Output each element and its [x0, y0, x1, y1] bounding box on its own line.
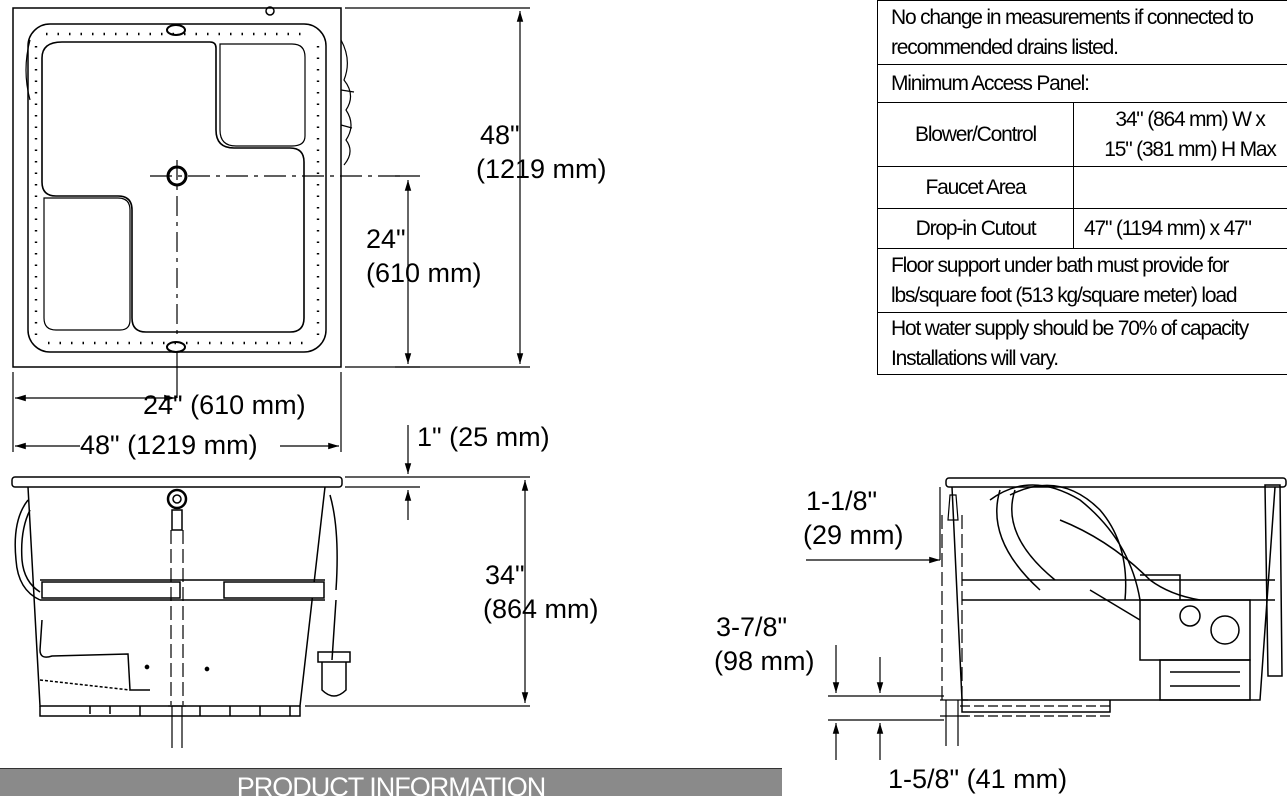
top-depth-label-mm: (1219 mm) [476, 152, 607, 186]
spec-table: No change in measurements if connected t… [877, 0, 1287, 375]
spec-row-hot-water: Hot water supply should be 70% of capaci… [878, 313, 1287, 375]
spec-faucet-label: Faucet Area [878, 167, 1074, 209]
height-label-mm: (864 mm) [483, 592, 599, 626]
drain-base-label: 1-5/8" (41 mm) [888, 762, 1067, 796]
spec-hot-line1: Hot water supply should be 70% of capaci… [891, 314, 1287, 344]
spec-cutout-value: 47" (1194 mm) x 47" [1074, 209, 1287, 249]
spec-blower-line1: 34" (864 mm) W x [1084, 105, 1287, 135]
drain-from-bottom-label-mm: (610 mm) [366, 256, 482, 290]
spec-faucet-value [1074, 167, 1287, 209]
spec-blower-label: Blower/Control [878, 103, 1074, 167]
height-label-in: 34" [485, 558, 525, 592]
drain-height-label-mm: (98 mm) [714, 644, 815, 678]
spec-blower-value: 34" (864 mm) W x 15" (381 mm) H Max [1074, 103, 1287, 167]
top-view-centerlines [150, 160, 400, 398]
spec-row-drains-line2: recommended drains listed. [891, 33, 1287, 63]
side-view-bath [946, 478, 1286, 712]
side-rim-label-in: 1-1/8" [806, 484, 877, 518]
spec-row-drains-line1: No change in measurements if connected t… [891, 3, 1287, 33]
spec-row-access-panel: Minimum Access Panel: [878, 65, 1287, 103]
spec-cutout-label: Drop-in Cutout [878, 209, 1074, 249]
drain-height-label-in: 3-7/8" [716, 610, 787, 644]
spec-floor-line2: lbs/square foot (513 kg/square meter) lo… [891, 281, 1287, 311]
rim-thickness-label: 1" (25 mm) [417, 420, 550, 454]
drain-from-bottom-label-in: 24" [366, 222, 406, 256]
top-view-bath [13, 7, 354, 367]
spec-floor-line1: Floor support under bath must provide fo… [891, 251, 1287, 281]
drain-from-left-label: 24" (610 mm) [143, 388, 306, 422]
spec-blower-line2: 15" (381 mm) H Max [1084, 135, 1287, 165]
top-depth-label-in: 48" [480, 118, 520, 152]
front-view-bath [12, 477, 350, 716]
product-information-banner: PRODUCT INFORMATION [0, 768, 782, 796]
top-width-label: 48" (1219 mm) [80, 428, 258, 462]
side-rim-label-mm: (29 mm) [803, 518, 904, 552]
spec-hot-line2: Installations will vary. [891, 344, 1287, 374]
spec-row-drains: No change in measurements if connected t… [878, 1, 1287, 65]
spec-row-floor-support: Floor support under bath must provide fo… [878, 249, 1287, 313]
top-view-dimension-lines [13, 8, 530, 452]
banner-title: PRODUCT INFORMATION [0, 772, 782, 796]
